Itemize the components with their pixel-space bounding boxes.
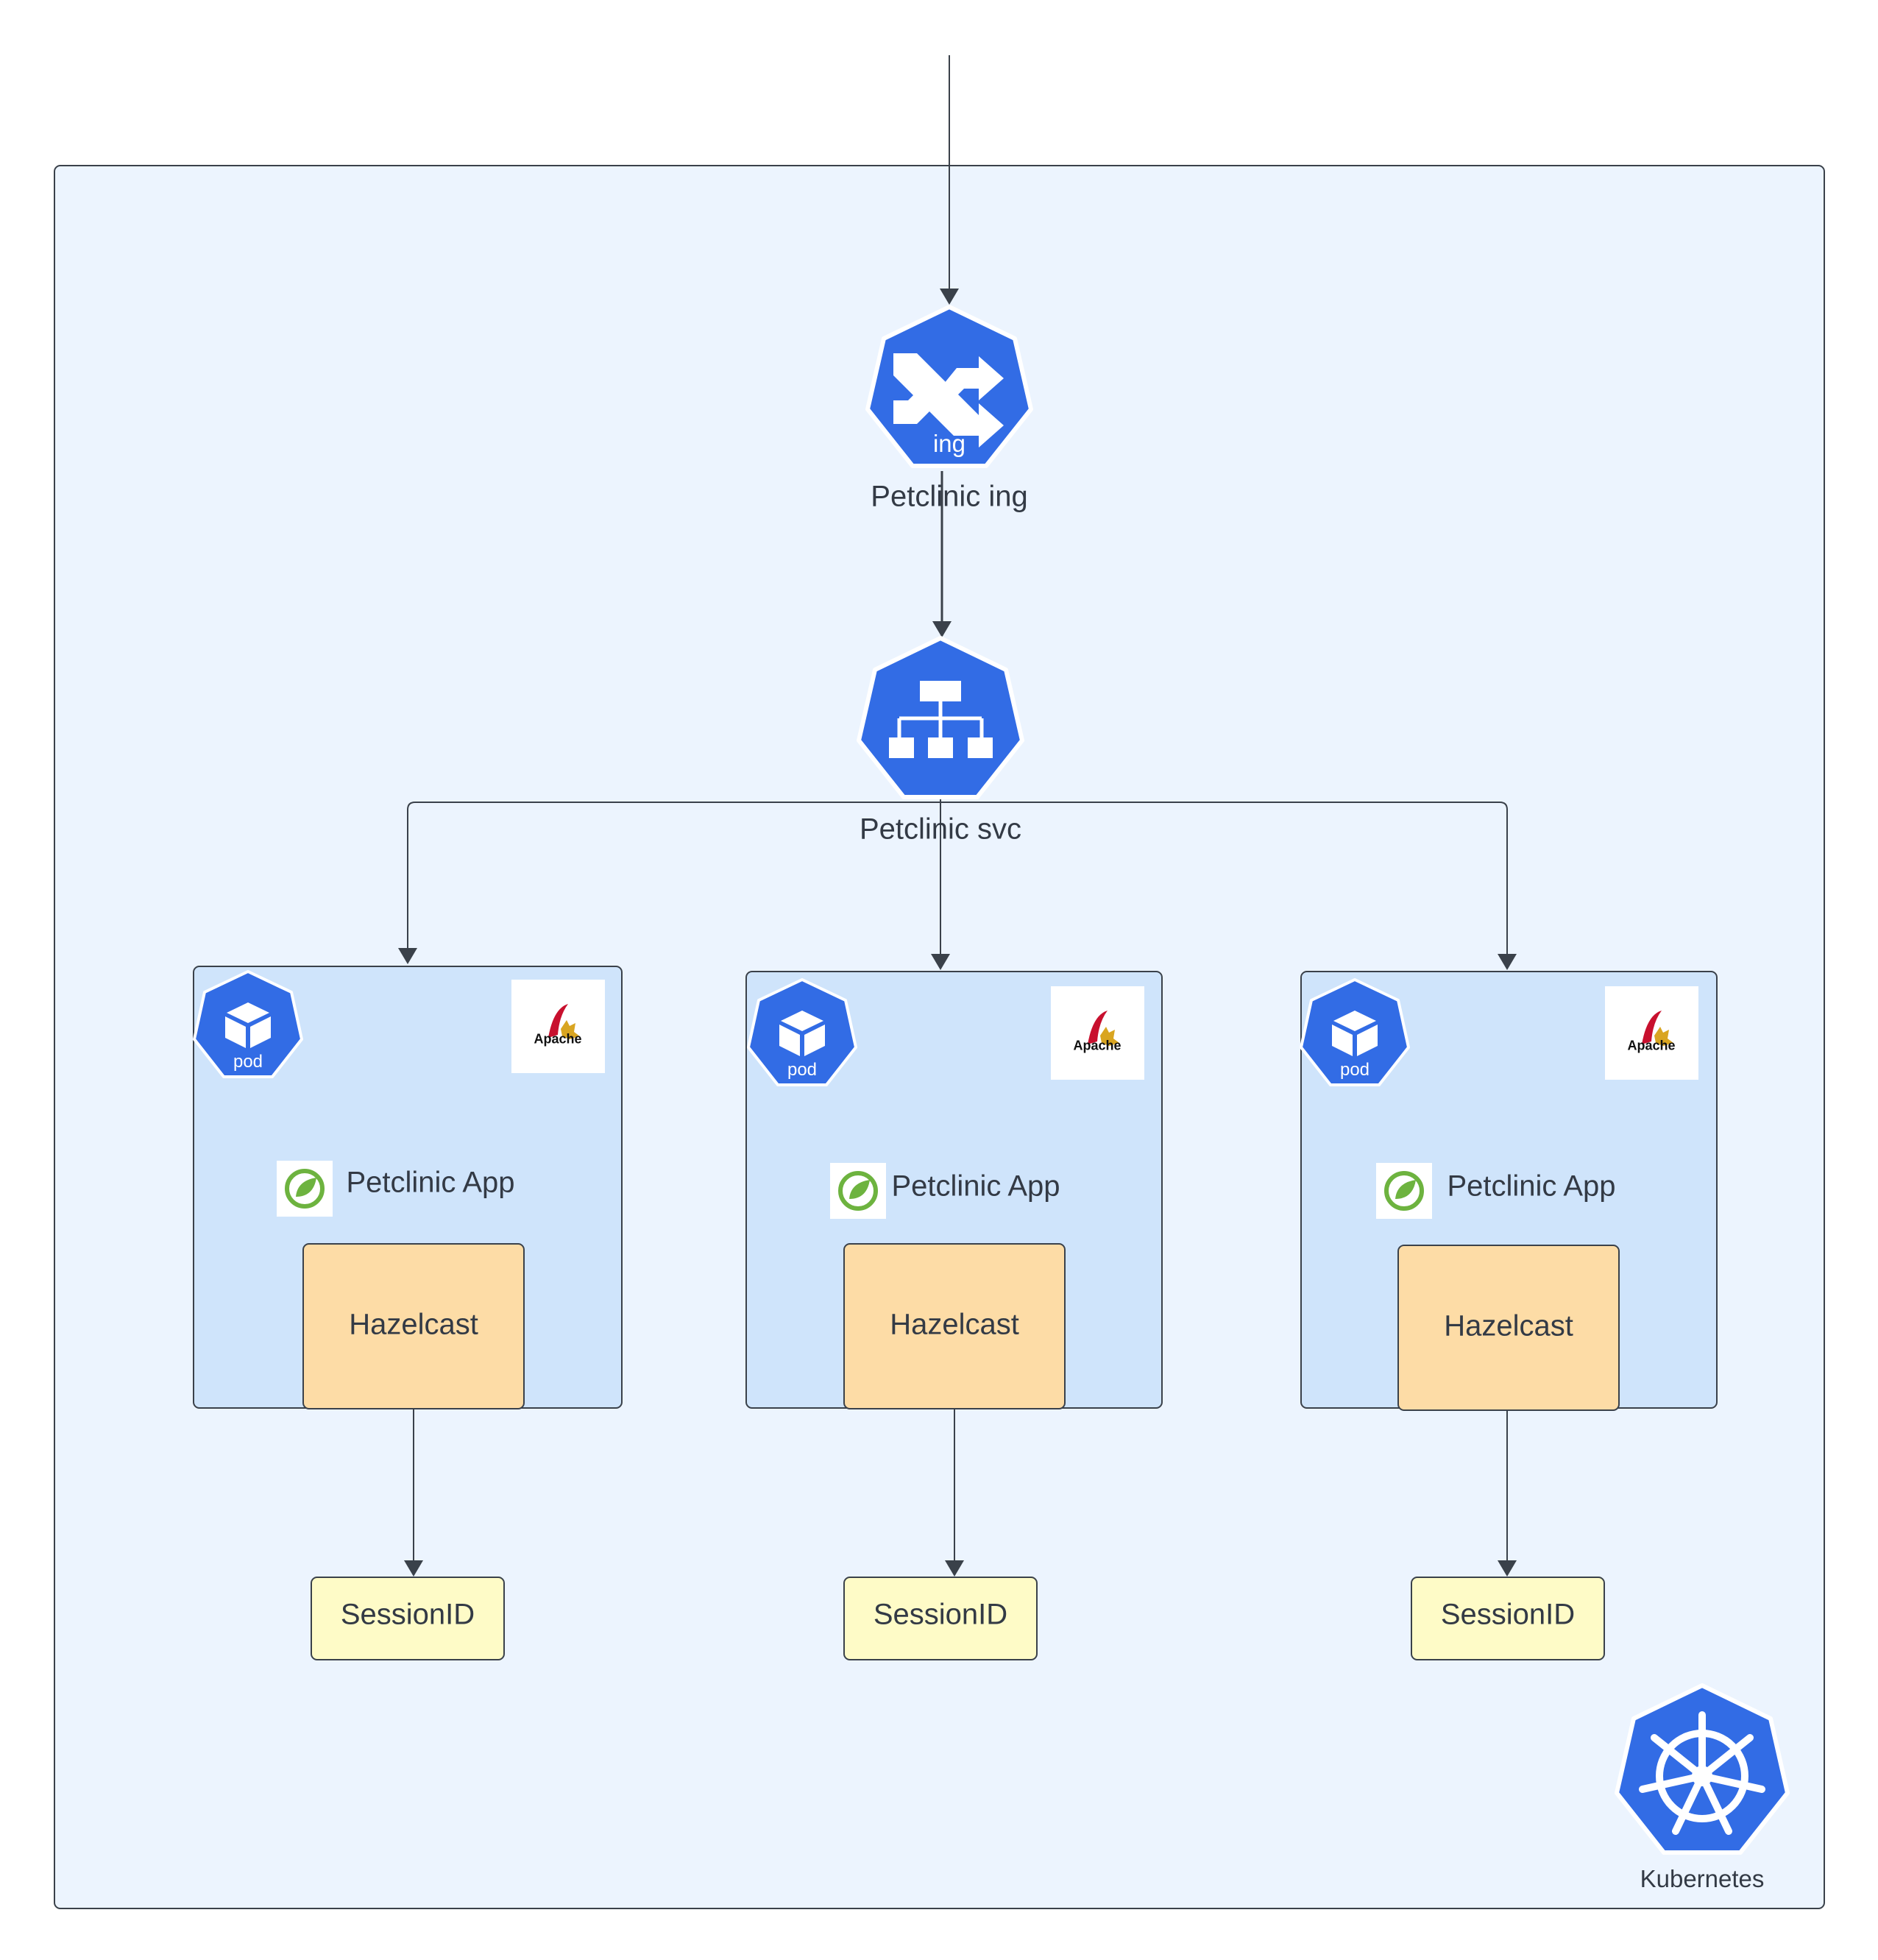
pod-1-session-label: SessionID (340, 1598, 475, 1631)
pod-2-badge-text: pod (787, 1060, 818, 1080)
kubernetes-label: Kubernetes (1640, 1865, 1765, 1892)
pod-1-apache-tomcat-logo (511, 980, 605, 1073)
pod-2-apache-tomcat-logo (1051, 986, 1144, 1080)
pod-3-hazelcast-box (1397, 1245, 1620, 1411)
pod-1-session-box (311, 1577, 505, 1660)
pod-1-app-label: Petclinic App (346, 1166, 515, 1199)
pod-2-app-label: Petclinic App (891, 1170, 1060, 1203)
ingress-badge-text: ing (932, 430, 966, 457)
pod-2-session-label: SessionID (873, 1598, 1008, 1631)
pod-2-spring-logo (830, 1163, 886, 1219)
pod-3-hazelcast-label: Hazelcast (1444, 1309, 1573, 1342)
service-to-pod-1-arrow (398, 802, 940, 964)
pod-3-apache-tomcat-logo (1605, 986, 1698, 1080)
pod-1-badge-icon (193, 970, 303, 1078)
pod-3-session-label: SessionID (1440, 1598, 1576, 1631)
service-label: Petclinic svc (859, 813, 1022, 846)
pod-1-spring-logo (277, 1161, 333, 1217)
pod-3-badge-text: pod (1339, 1060, 1370, 1080)
pod-2-session-box (843, 1577, 1038, 1660)
pod-2-apache-logo-text: Apache (1073, 1038, 1122, 1053)
pod-1-apache-logo-text: Apache (534, 1031, 582, 1047)
pod-1-hazelcast-label: Hazelcast (349, 1308, 478, 1341)
pod-2-badge-icon (747, 978, 857, 1086)
service-icon (857, 636, 1024, 799)
pod-3-spring-logo (1376, 1163, 1432, 1219)
ingress-label: Petclinic ing (871, 480, 1028, 513)
kubernetes-logo-icon (1615, 1683, 1790, 1855)
ingress-icon (865, 305, 1033, 468)
pod-2-hazelcast-label: Hazelcast (890, 1308, 1019, 1341)
pod-3-app-label: Petclinic App (1447, 1170, 1616, 1203)
pod-1-badge-text: pod (233, 1052, 263, 1072)
pod-3-session-box (1411, 1577, 1605, 1660)
pod-3-apache-logo-text: Apache (1627, 1038, 1676, 1053)
pod-3-badge-icon (1300, 978, 1410, 1086)
service-to-pod-3-arrow (940, 802, 1517, 970)
